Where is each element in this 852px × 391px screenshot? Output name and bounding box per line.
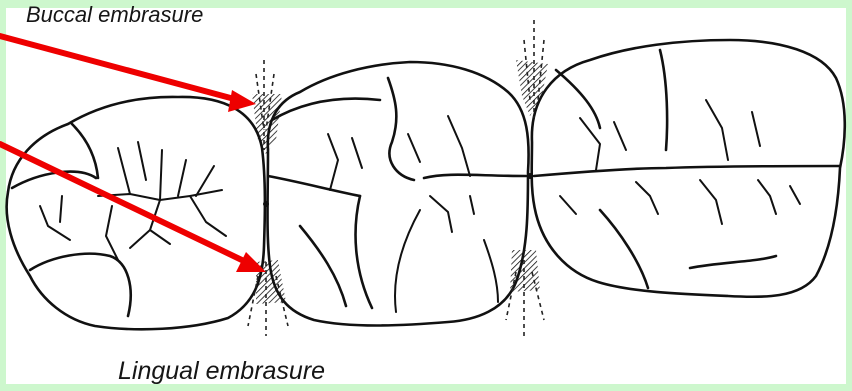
lingual-embrasure-label: Lingual embrasure <box>118 357 325 386</box>
paper-background <box>6 8 846 384</box>
buccal-embrasure-label: Buccal embrasure <box>26 2 203 28</box>
